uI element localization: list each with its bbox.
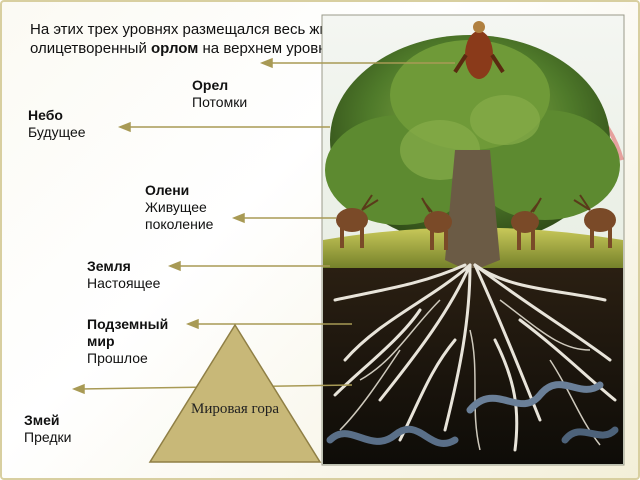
label-underworld-sub: Прошлое: [87, 350, 148, 366]
label-snake-sub: Предки: [24, 429, 72, 445]
label-underworld-title: Подземный мир: [87, 316, 169, 349]
label-snake-title: Змей: [24, 412, 60, 428]
serpents: [326, 381, 619, 447]
tree-canopy: [325, 35, 620, 245]
arrow-earth: [167, 260, 330, 272]
deer-left: [336, 194, 379, 248]
label-snake: Змей Предки: [24, 412, 71, 446]
arrow-eagle: [259, 57, 455, 69]
arrow-sky: [117, 121, 330, 133]
deer-center-right: [511, 197, 542, 250]
label-sky-sub: Будущее: [28, 124, 86, 140]
label-earth-title: Земля: [87, 258, 131, 274]
world-mountain: [148, 323, 322, 463]
label-earth: Земля Настоящее: [87, 258, 160, 292]
intro-bold: орлом: [151, 40, 199, 57]
deer-center-left: [421, 197, 452, 250]
mountain-label: Мировая гора: [191, 401, 279, 417]
intro-text: На этих трех уровнях размещался весь жив…: [30, 20, 450, 58]
deer-right: [573, 194, 616, 248]
label-eagle-title: Орел: [192, 77, 229, 93]
deer-figures: [336, 194, 616, 250]
label-earth-sub: Настоящее: [87, 275, 161, 291]
eagle-figure: [453, 21, 505, 79]
label-sky: Небо Будущее: [28, 107, 86, 141]
label-underworld: Подземный мир Прошлое: [87, 316, 182, 367]
intro-before: На этих трех уровнях размещался весь жив…: [30, 21, 414, 57]
tree-trunk: [445, 150, 500, 268]
label-sky-title: Небо: [28, 107, 63, 123]
label-deer-title: Олени: [145, 182, 190, 198]
label-deer-sub: Живущее поколение: [145, 199, 214, 232]
label-eagle-sub: Потомки: [192, 94, 248, 110]
label-deer: Олени Живущее поколение: [145, 182, 230, 233]
arrow-deer: [231, 212, 336, 224]
arrow-underworld: [185, 318, 352, 330]
label-eagle: Орел Потомки: [192, 77, 247, 111]
intro-after: на верхнем уровне:: [198, 40, 340, 57]
